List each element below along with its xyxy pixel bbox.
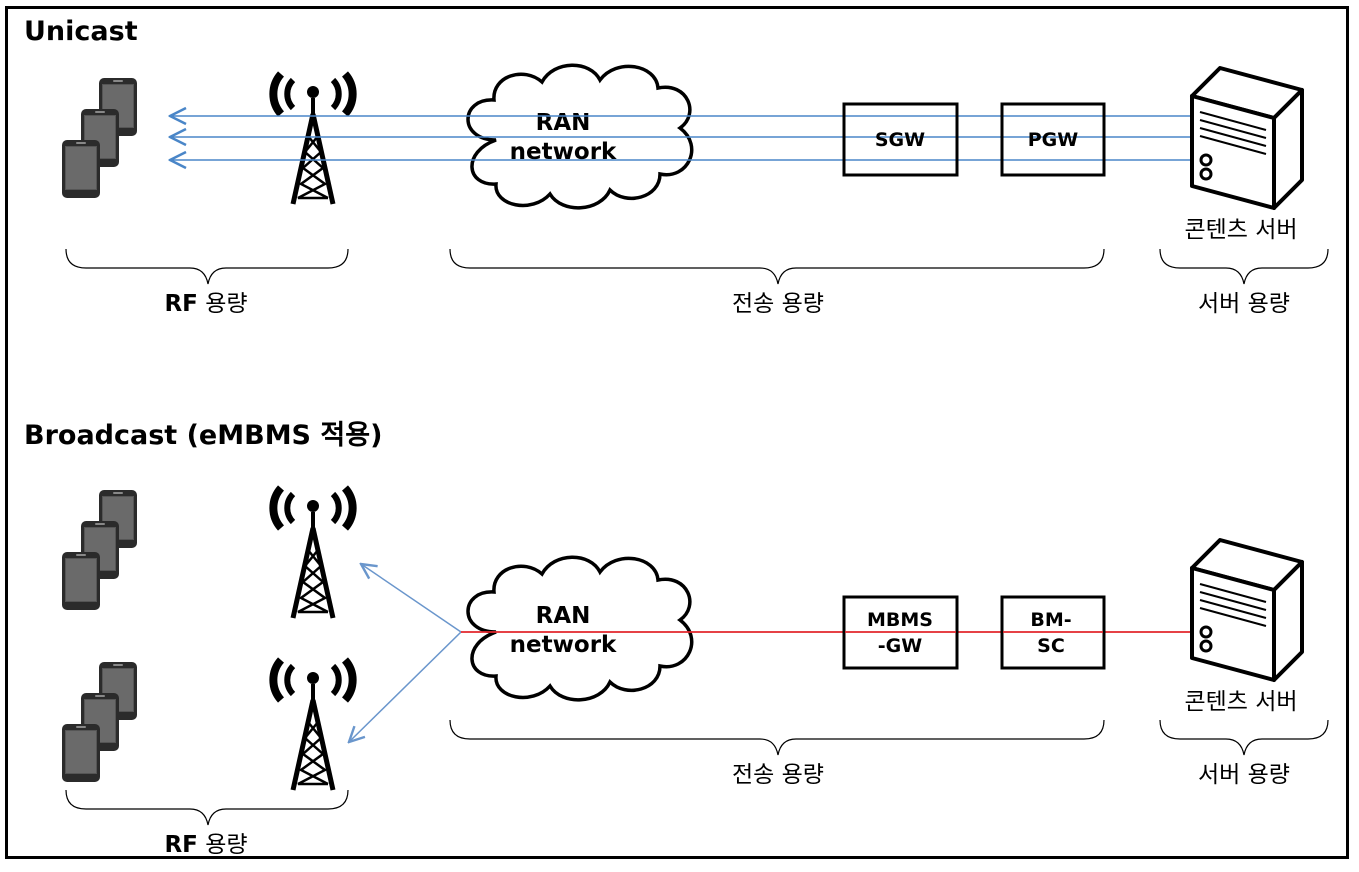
svg-text:-GW: -GW xyxy=(878,635,922,657)
brace-icon xyxy=(65,789,349,826)
smartphone-stack-icon xyxy=(62,78,137,198)
broadcast-title: Broadcast (eMBMS 적용) xyxy=(24,420,382,451)
svg-text:SGW: SGW xyxy=(875,129,925,151)
pgw-box: PGW xyxy=(1000,102,1106,177)
svg-text:PGW: PGW xyxy=(1028,129,1079,151)
unicast-title: Unicast xyxy=(24,16,138,47)
bm-sc-box: BM- SC xyxy=(1000,595,1106,670)
cell-tower-icon xyxy=(273,660,352,790)
mbms-gw-box: MBMS -GW xyxy=(842,595,959,670)
smartphone-stack-icon xyxy=(62,662,137,782)
brace-icon xyxy=(1159,248,1329,285)
svg-text:BM-: BM- xyxy=(1030,609,1071,631)
svg-text:SC: SC xyxy=(1037,635,1065,657)
broadcast-server-label: 콘텐츠 서버 xyxy=(1184,689,1297,715)
unicast-links xyxy=(170,116,1196,160)
unicast-server-label: 콘텐츠 서버 xyxy=(1184,217,1297,243)
unicast-rf-capacity: RF 용량 xyxy=(164,291,247,317)
unicast-server-capacity: 서버 용량 xyxy=(1198,291,1290,317)
sgw-box: SGW xyxy=(842,102,959,177)
server-icon xyxy=(1190,66,1304,210)
svg-text:MBMS: MBMS xyxy=(867,609,933,631)
unicast-transport-capacity: 전송 용량 xyxy=(732,291,824,317)
server-icon xyxy=(1190,538,1304,682)
svg-text:RAN: RAN xyxy=(536,110,591,136)
broadcast-cloud-label: RAN network xyxy=(510,603,617,658)
cell-tower-icon xyxy=(273,488,352,618)
broadcast-transport-capacity: 전송 용량 xyxy=(732,762,824,788)
diagram-frame xyxy=(5,6,1349,859)
brace-icon xyxy=(449,719,1105,756)
svg-text:RAN: RAN xyxy=(536,603,591,629)
svg-text:network: network xyxy=(510,139,617,165)
brace-icon xyxy=(65,248,349,285)
smartphone-stack-icon xyxy=(62,490,137,610)
brace-icon xyxy=(1159,719,1329,756)
broadcast-branch-links xyxy=(349,564,462,742)
cell-tower-icon xyxy=(273,74,352,204)
broadcast-rf-capacity: RF 용량 xyxy=(164,832,247,858)
brace-icon xyxy=(449,248,1105,285)
svg-text:network: network xyxy=(510,632,617,658)
broadcast-server-capacity: 서버 용량 xyxy=(1198,762,1290,788)
